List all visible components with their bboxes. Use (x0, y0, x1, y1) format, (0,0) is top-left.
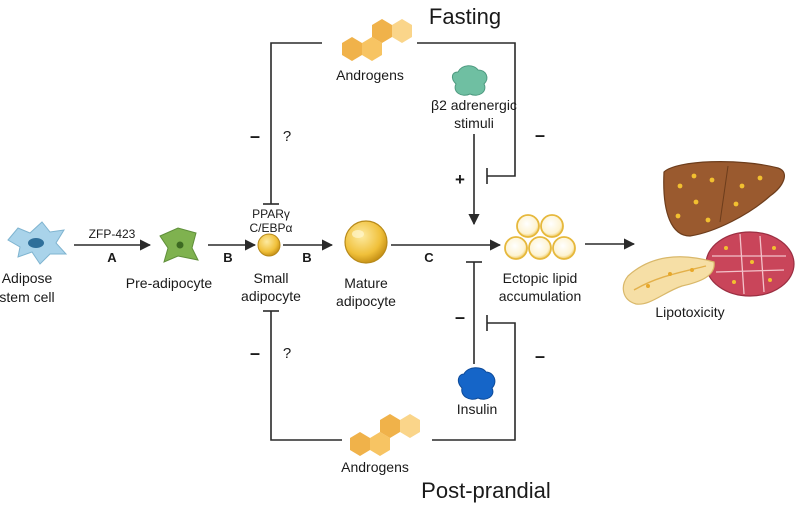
inhibit-line-bottom-right (432, 322, 516, 441)
insulin-label: Insulin (457, 401, 497, 417)
plus-sign: + (455, 170, 465, 189)
androgens-bottom-label: Androgens (341, 459, 409, 475)
minus-top-left: – (250, 126, 260, 146)
stem-cell-icon (7, 221, 68, 265)
beta-label-line1: β2 adrenergic (431, 97, 517, 113)
insulin-icon (457, 367, 496, 400)
question-bottom-left: ? (283, 345, 291, 362)
androgen-icon-top (342, 19, 412, 61)
androgen-icon-bottom (350, 414, 420, 456)
liver-icon (663, 161, 786, 237)
pre-adipocyte-icon (159, 227, 199, 263)
fasting-title: Fasting (429, 4, 501, 29)
inhibit-line-top-right (417, 42, 516, 177)
post-prandial-title: Post-prandial (421, 478, 551, 503)
mature-adipocyte-label-line1: Mature (344, 275, 388, 291)
question-top-left: ? (283, 128, 291, 145)
step-label-c: C (424, 250, 434, 265)
inhibit-line-bottom-left (270, 311, 342, 441)
lipotoxicity-label: Lipotoxicity (655, 304, 724, 320)
minus-bottom-left: – (250, 343, 260, 363)
step-label-a: A (107, 250, 117, 265)
lipid-droplets-icon (504, 214, 576, 260)
step-label-b1: B (223, 250, 232, 265)
ppar-gamma-label: PPARγ (252, 207, 290, 221)
minus-top-right: – (535, 125, 545, 145)
minus-bottom-right-inner: – (455, 307, 465, 327)
cebp-alpha-label: C/EBPα (250, 221, 293, 235)
stem-cell-label-line2: stem cell (0, 289, 55, 305)
mature-adipocyte-icon (344, 220, 388, 264)
small-adipocyte-label-line2: adipocyte (241, 288, 301, 304)
muscle-icon (705, 231, 795, 297)
minus-bottom-right-outer: – (535, 346, 545, 366)
pancreas-icon (622, 256, 715, 305)
ectopic-label-line1: Ectopic lipid (503, 270, 578, 286)
androgens-top-label: Androgens (336, 67, 404, 83)
ectopic-label-line2: accumulation (499, 288, 582, 304)
small-adipocyte-icon (257, 233, 281, 257)
small-adipocyte-label-line1: Small (253, 270, 288, 286)
pre-adipocyte-label: Pre-adipocyte (126, 275, 213, 291)
step-label-b2: B (302, 250, 311, 265)
beta-label-line2: stimuli (454, 115, 494, 131)
beta-adrenergic-icon (451, 65, 488, 96)
zfp423-label: ZFP-423 (89, 227, 136, 241)
mature-adipocyte-label-line2: adipocyte (336, 293, 396, 309)
stem-cell-label-line1: Adipose (2, 270, 53, 286)
inhibit-line-top-left (270, 42, 322, 204)
